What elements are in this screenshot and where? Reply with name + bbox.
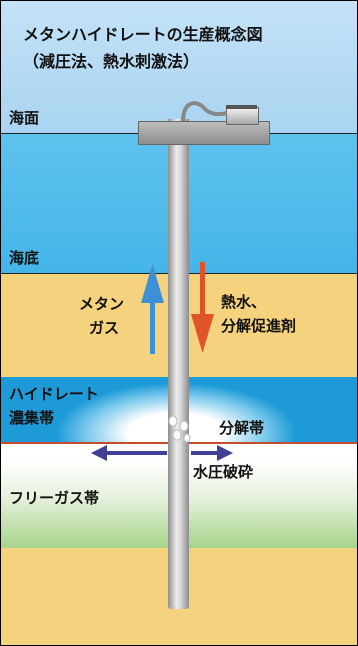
- methane-gas-label-line1: メタン: [79, 295, 125, 313]
- decomposition-zone-label: 分解帯: [219, 419, 265, 437]
- methane-up-arrow: [141, 264, 164, 354]
- seabed-label: 海底: [9, 249, 40, 267]
- diagram-title: メタンハイドレートの生産概念図: [23, 25, 263, 44]
- fracture-right-arrow: [191, 445, 233, 461]
- production-platform: [138, 121, 270, 145]
- hot-water-down-arrow: [191, 262, 214, 353]
- platform-hose: [181, 101, 228, 122]
- decomposition-bubbles: [168, 415, 191, 443]
- hydraulic-fracturing-label: 水圧破砕: [193, 463, 254, 481]
- hydrate-zone-label-line1: ハイドレート: [9, 385, 99, 403]
- hydrate-zone-label-line2: 濃集帯: [9, 409, 55, 427]
- hot-water-label-line1: 熱水、: [221, 293, 267, 311]
- fracture-left-arrow: [91, 445, 167, 461]
- sky-layer: [1, 1, 357, 133]
- free-gas-zone-label: フリーガス帯: [9, 489, 100, 507]
- production-well-pipe: [168, 119, 189, 609]
- sea-surface-label: 海面: [9, 109, 40, 127]
- diagram-subtitle: （減圧法、熱水刺激法）: [23, 52, 200, 71]
- hot-water-label-line2: 分解促進剤: [221, 317, 297, 335]
- methane-gas-label-line2: ガス: [89, 319, 120, 337]
- platform-equipment-cap: [226, 105, 257, 109]
